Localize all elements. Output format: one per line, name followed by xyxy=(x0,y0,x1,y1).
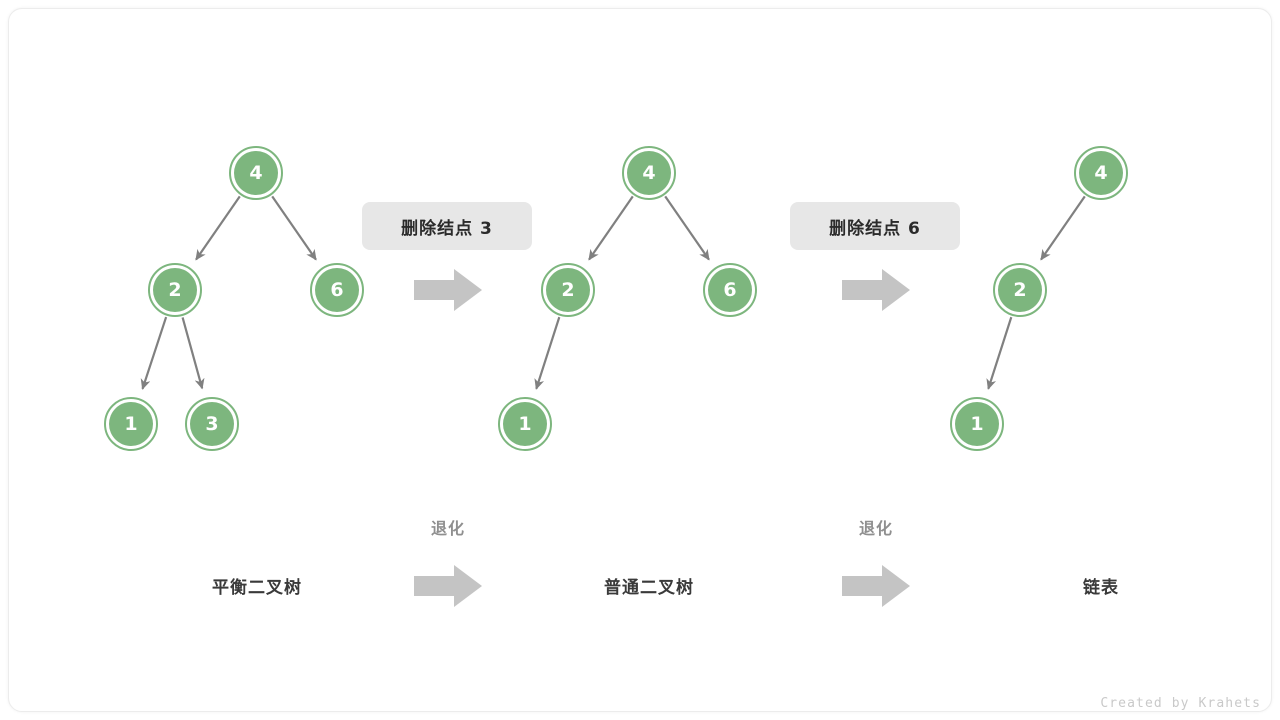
tree-node-4[interactable]: 4 xyxy=(229,146,283,200)
node-body xyxy=(234,151,278,195)
node-body xyxy=(546,268,590,312)
node-outer-ring xyxy=(229,146,283,200)
node-ring-gap xyxy=(231,148,281,198)
node-outer-ring xyxy=(622,146,676,200)
tree-edge xyxy=(588,195,634,261)
figure-card: 4 2 6 1 3 4 2 6 1 4 2 1 删除结点 3 删除结点 6 退化 退化平衡二叉树 普通二叉树… xyxy=(8,8,1272,712)
node-value: 2 xyxy=(168,279,181,301)
node-ring-gap xyxy=(187,399,237,449)
tree-node-3[interactable]: 3 xyxy=(185,397,239,451)
node-value: 1 xyxy=(970,413,983,435)
tree-node-1[interactable]: 1 xyxy=(498,397,552,451)
degrade-arrow-1 xyxy=(414,563,482,609)
tree-graphics-layer: 4 2 6 1 3 4 2 6 1 4 2 1 xyxy=(104,146,1128,451)
node-outer-ring xyxy=(104,397,158,451)
node-value: 2 xyxy=(561,279,574,301)
tree-node-6[interactable]: 6 xyxy=(703,263,757,317)
node-value: 1 xyxy=(124,413,137,435)
node-body xyxy=(190,402,234,446)
stage-label-ordinary-bst: 普通二叉树 xyxy=(604,578,694,598)
node-outer-ring xyxy=(148,263,202,317)
node-ring-gap xyxy=(150,265,200,315)
credit-watermark: Created by Krahets xyxy=(1100,696,1261,711)
node-value: 4 xyxy=(1094,162,1107,184)
node-value: 4 xyxy=(642,162,655,184)
node-outer-ring xyxy=(498,397,552,451)
degrade-label-1: 退化 xyxy=(430,519,465,538)
node-body xyxy=(955,402,999,446)
node-body xyxy=(153,268,197,312)
node-body xyxy=(315,268,359,312)
tree-linked-list-edges xyxy=(986,195,1086,390)
node-outer-ring xyxy=(703,263,757,317)
node-ring-gap xyxy=(624,148,674,198)
op-chip-label: 删除结点 6 xyxy=(829,218,921,239)
tree-edge xyxy=(140,316,168,390)
tree-linked-list: 4 2 1 xyxy=(950,146,1128,451)
tree-node-2[interactable]: 2 xyxy=(148,263,202,317)
op-chip-delete-node-3: 删除结点 3 xyxy=(362,202,532,250)
node-outer-ring xyxy=(310,263,364,317)
tree-node-1[interactable]: 1 xyxy=(950,397,1004,451)
node-ring-gap xyxy=(500,399,550,449)
node-ring-gap xyxy=(952,399,1002,449)
stage-label-linked-list: 链表 xyxy=(1083,578,1119,598)
node-value: 6 xyxy=(723,279,736,301)
transition-arrow-2 xyxy=(842,267,910,313)
tree-edge xyxy=(986,316,1013,390)
stage-label-balanced-bst: 平衡二叉树 xyxy=(212,578,302,598)
node-outer-ring xyxy=(950,397,1004,451)
node-ring-gap xyxy=(106,399,156,449)
tree-ordinary-edges xyxy=(534,195,710,390)
tree-edge xyxy=(195,195,241,261)
tree-ordinary: 4 2 6 1 xyxy=(498,146,757,451)
tree-node-2[interactable]: 2 xyxy=(993,263,1047,317)
degrade-label-2: 退化 xyxy=(858,519,893,538)
node-body xyxy=(1079,151,1123,195)
node-value: 4 xyxy=(249,162,262,184)
node-ring-gap xyxy=(543,265,593,315)
node-value: 3 xyxy=(205,413,218,435)
node-ring-gap xyxy=(1076,148,1126,198)
transition-arrow-1 xyxy=(414,267,482,313)
tree-edge xyxy=(534,316,561,390)
op-chip-label: 删除结点 3 xyxy=(401,218,493,239)
node-outer-ring xyxy=(185,397,239,451)
node-body xyxy=(627,151,671,195)
tree-node-4[interactable]: 4 xyxy=(622,146,676,200)
tree-node-1[interactable]: 1 xyxy=(104,397,158,451)
degrade-arrow-2 xyxy=(842,563,910,609)
node-ring-gap xyxy=(312,265,362,315)
tree-balanced: 4 2 6 1 3 xyxy=(104,146,364,451)
tree-node-6[interactable]: 6 xyxy=(310,263,364,317)
op-chip-delete-node-6: 删除结点 6 xyxy=(790,202,960,250)
node-ring-gap xyxy=(995,265,1045,315)
node-body xyxy=(998,268,1042,312)
node-body xyxy=(109,402,153,446)
node-value: 1 xyxy=(518,413,531,435)
tree-node-4[interactable]: 4 xyxy=(1074,146,1128,200)
node-body xyxy=(503,402,547,446)
node-outer-ring xyxy=(541,263,595,317)
diagram-stage: 4 2 6 1 3 4 2 6 1 4 2 1 删除结点 3 删除结点 6 退化 退化平衡二叉树 普通二叉树… xyxy=(9,9,1271,711)
tree-node-2[interactable]: 2 xyxy=(541,263,595,317)
node-outer-ring xyxy=(1074,146,1128,200)
node-ring-gap xyxy=(705,265,755,315)
tree-edge xyxy=(271,195,317,261)
tree-balanced-edges xyxy=(140,195,317,390)
tree-edge xyxy=(1040,195,1086,261)
node-value: 6 xyxy=(330,279,343,301)
node-outer-ring xyxy=(993,263,1047,317)
node-body xyxy=(708,268,752,312)
tree-edge xyxy=(664,195,710,261)
tree-edge xyxy=(181,317,205,390)
node-value: 2 xyxy=(1013,279,1026,301)
